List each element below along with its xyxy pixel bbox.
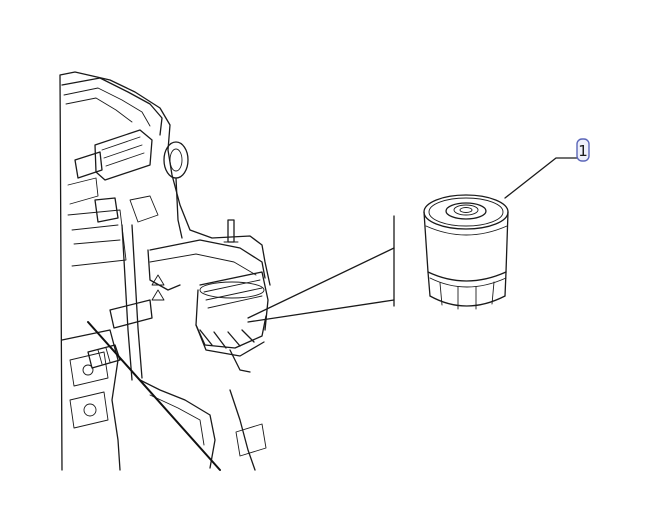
callout-1-label: 1 bbox=[578, 142, 588, 160]
callout-leader-line bbox=[504, 157, 578, 199]
callout-1-highlight bbox=[576, 138, 590, 162]
installed-filter-drawing bbox=[195, 271, 269, 373]
oil-filter-drawing bbox=[423, 194, 509, 310]
engine-block-drawing bbox=[59, 71, 271, 471]
callout-1[interactable]: 1 bbox=[576, 138, 590, 162]
zoom-leader-lines bbox=[247, 215, 395, 323]
